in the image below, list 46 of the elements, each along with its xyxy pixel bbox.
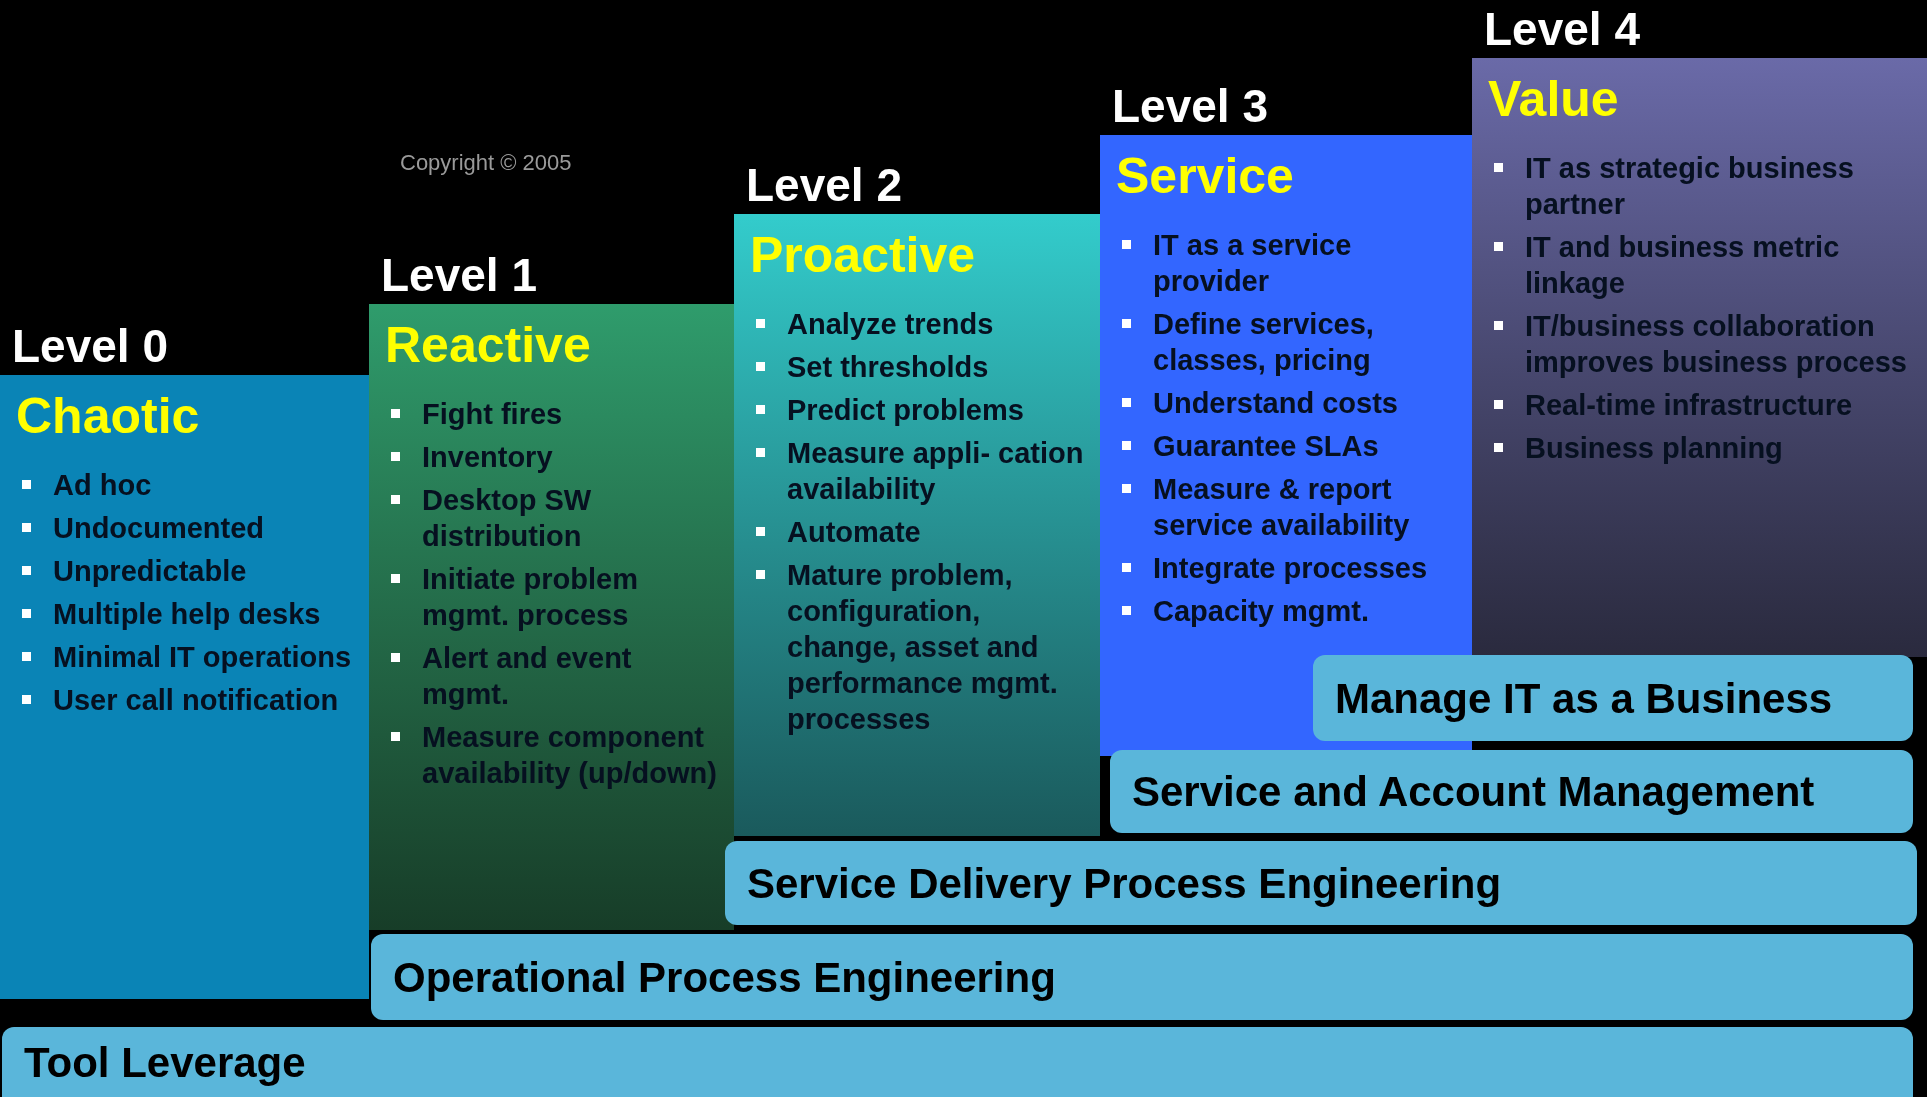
bullet-text: Ad hoc xyxy=(53,468,153,503)
bullet-text: Measure component availability (up/down) xyxy=(422,720,718,791)
level-heading: Level 3 xyxy=(1112,83,1268,129)
bullet-text: Alert and event mgmt. xyxy=(422,641,633,712)
capability-bar: Manage IT as a Business xyxy=(1313,655,1913,741)
bullet-text: Real-time infrastructure xyxy=(1525,388,1854,423)
bullet-text: IT as strategic business partner xyxy=(1525,151,1855,222)
bullet-text: Predict problems xyxy=(787,393,1025,428)
level-heading: Level 4 xyxy=(1484,6,1640,52)
bullet-text: IT as a service provider xyxy=(1153,228,1353,299)
bullet-text: Mature problem, configuration, change, asset and performance mgmt. processes xyxy=(787,558,1059,737)
bullet-text: Inventory xyxy=(422,440,554,475)
bullet-text: Guarantee SLAs xyxy=(1153,429,1380,464)
bullet-text: Minimal IT operations xyxy=(53,640,353,675)
capability-bar: Operational Process Engineering xyxy=(371,934,1913,1020)
level-title: Chaotic xyxy=(16,391,200,441)
bullet-text: Fight fires xyxy=(422,397,564,432)
level-title: Reactive xyxy=(385,320,591,370)
level-title: Value xyxy=(1488,74,1619,124)
level-heading: Level 0 xyxy=(12,323,168,369)
bullet-text: Desktop SW distribution xyxy=(422,483,593,554)
bullet-text: Analyze trends xyxy=(787,307,995,342)
bullet-text: User call notification xyxy=(53,683,340,718)
bullet-text: Automate xyxy=(787,515,922,550)
bullet-text: Capacity mgmt. xyxy=(1153,594,1370,629)
capability-bar: Tool Leverage xyxy=(2,1027,1913,1097)
bullet-text: Set thresholds xyxy=(787,350,990,385)
capability-bar: Service Delivery Process Engineering xyxy=(725,841,1917,925)
level-title: Proactive xyxy=(750,230,976,280)
bullet-text: Multiple help desks xyxy=(53,597,322,632)
bullet-text: Define services, classes, pricing xyxy=(1153,307,1375,378)
bullet-text: Measure & report service availability xyxy=(1153,472,1411,543)
level-title: Service xyxy=(1116,151,1294,201)
bullet-text: IT and business metric linkage xyxy=(1525,230,1841,301)
bullet-text: Initiate problem mgmt. process xyxy=(422,562,639,633)
bullet-text: Business planning xyxy=(1525,431,1784,466)
bullet-text: Measure appli- cation availability xyxy=(787,436,1085,507)
bullet-text: Understand costs xyxy=(1153,386,1399,421)
bullet-text: Unpredictable xyxy=(53,554,248,589)
bullet-text: IT/business collaboration improves business process xyxy=(1525,309,1908,380)
level-heading: Level 1 xyxy=(381,252,537,298)
bullet-text: Undocumented xyxy=(53,511,266,546)
level-heading: Level 2 xyxy=(746,162,902,208)
bullet-text: Integrate processes xyxy=(1153,551,1428,586)
capability-bar: Service and Account Management xyxy=(1110,750,1913,833)
copyright-note: Copyright © 2005 xyxy=(400,149,572,177)
